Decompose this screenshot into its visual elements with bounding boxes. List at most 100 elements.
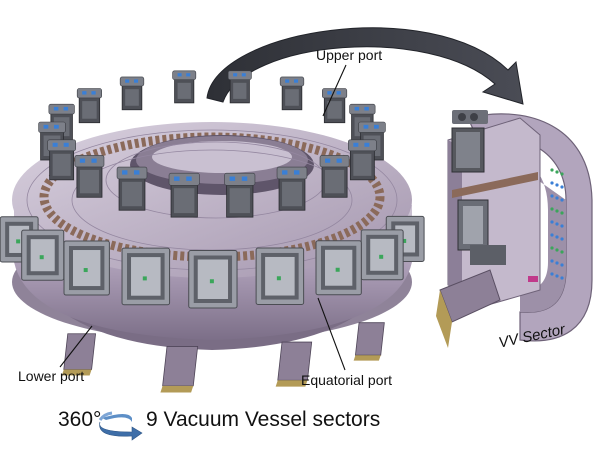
equatorial-port (63, 240, 110, 296)
upper-port-inner (229, 188, 250, 214)
upper-port-cap (116, 166, 148, 180)
rotate-arrow-icon-body (99, 421, 143, 441)
upper-port-marker (52, 142, 58, 147)
upper-port-marker (43, 124, 49, 129)
equatorial-ports-group (0, 215, 425, 309)
upper-port-marker (134, 170, 140, 175)
degrees-label: 360° (58, 408, 102, 431)
upper-port-cap (224, 172, 256, 186)
upper-port (279, 76, 305, 111)
torus-inner-top (152, 141, 292, 173)
vv-sector-tile (560, 185, 564, 189)
upper-port (168, 172, 200, 218)
lower-port-duct (63, 333, 97, 370)
upper-port (348, 139, 377, 181)
upper-port-cap (279, 76, 305, 87)
upper-port-marker (282, 170, 288, 175)
upper-port-inner (177, 82, 191, 99)
vv-sector-tile (560, 250, 564, 254)
upper-port-cap (74, 155, 105, 168)
upper-port (74, 155, 105, 198)
vv-sector-lower-support (470, 245, 506, 265)
vv-sector-tile (560, 198, 564, 202)
transfer-arrow (206, 27, 524, 105)
equatorial-port (360, 229, 404, 281)
lower-port (275, 341, 313, 387)
lower-port-leader (59, 325, 93, 368)
upper-port-cap (348, 139, 377, 152)
equatorial-port (255, 247, 305, 306)
lower-ports-group (61, 322, 385, 393)
rotate-arrow-icon-top (102, 414, 132, 422)
equatorial-port-marker (16, 239, 21, 244)
equatorial-port-marker (379, 254, 384, 259)
equatorial-port-marker (39, 255, 44, 260)
upper-port-cap (358, 121, 386, 133)
upper-port (322, 88, 348, 124)
vacuum-vessel-torus (0, 70, 425, 393)
upper-port-cap (38, 121, 66, 133)
upper-port-cap (227, 70, 252, 80)
upper-port-marker (285, 79, 290, 83)
upper-port (116, 166, 148, 211)
upper-port-marker (364, 106, 369, 111)
upper-port-inner (125, 89, 139, 106)
upper-port-marker (134, 79, 139, 83)
upper-port-cap (319, 155, 350, 168)
vv-sector-tile (550, 246, 554, 250)
lower-port-duct (162, 346, 199, 387)
upper-ports-group (38, 70, 386, 218)
upper-port-cap (168, 172, 200, 186)
upper-port-marker (91, 158, 97, 163)
vv-sector-tile (560, 172, 564, 176)
equatorial-port (121, 247, 171, 306)
vv-sector-tile (560, 263, 564, 267)
upper-port-marker (336, 91, 341, 95)
vv-sector-tile (550, 220, 554, 224)
upper-port-marker (294, 79, 299, 83)
vv-sector-tile (555, 261, 559, 265)
upper-port (47, 139, 76, 181)
equatorial-port-marker (83, 268, 88, 273)
vv-sector-tile (555, 183, 559, 187)
upper-port-cap (47, 139, 76, 152)
upper-port-cap (349, 103, 376, 115)
lower-port-flange (160, 385, 194, 393)
upper-port-cap (172, 70, 197, 80)
lower-port (160, 346, 199, 393)
upper-port-inner (122, 181, 142, 207)
rotate-arrow-icon (98, 411, 143, 441)
upper-port-inner (52, 153, 71, 176)
upper-port-inner (325, 169, 345, 194)
bolt (458, 113, 466, 121)
equatorial-port-label: Equatorial port (301, 372, 393, 388)
upper-port-cap (76, 88, 102, 99)
upper-port-marker (63, 106, 69, 111)
upper-port-leader (322, 64, 347, 117)
upper-port-marker (186, 176, 192, 181)
vv-sector-tile (555, 170, 559, 174)
upper-port-marker (336, 158, 342, 163)
sectors-label: 9 Vacuum Vessel sectors (146, 408, 381, 431)
equatorial-port-marker (142, 276, 147, 281)
vv-sector-tile (550, 207, 554, 211)
vv-sector-tile (560, 237, 564, 241)
vv-sector-tile (555, 222, 559, 226)
vv-sector-tile (560, 276, 564, 280)
equatorial-port-marker (402, 238, 407, 243)
upper-port (224, 172, 256, 218)
upper-port-marker (241, 73, 246, 77)
upper-port-cap (322, 88, 348, 99)
upper-port-marker (233, 73, 238, 77)
equatorial-port (0, 216, 39, 263)
upper-port (319, 155, 350, 198)
vv-sector-tile (550, 181, 554, 185)
upper-port-inner (79, 169, 99, 194)
vv-sector-equatorial-port-inner (463, 206, 483, 244)
upper-port (76, 88, 102, 124)
equatorial-port-marker (276, 276, 281, 281)
lower-port-flange (353, 355, 381, 361)
vv-sector-tile (550, 272, 554, 276)
vv-sector-tile (560, 211, 564, 215)
